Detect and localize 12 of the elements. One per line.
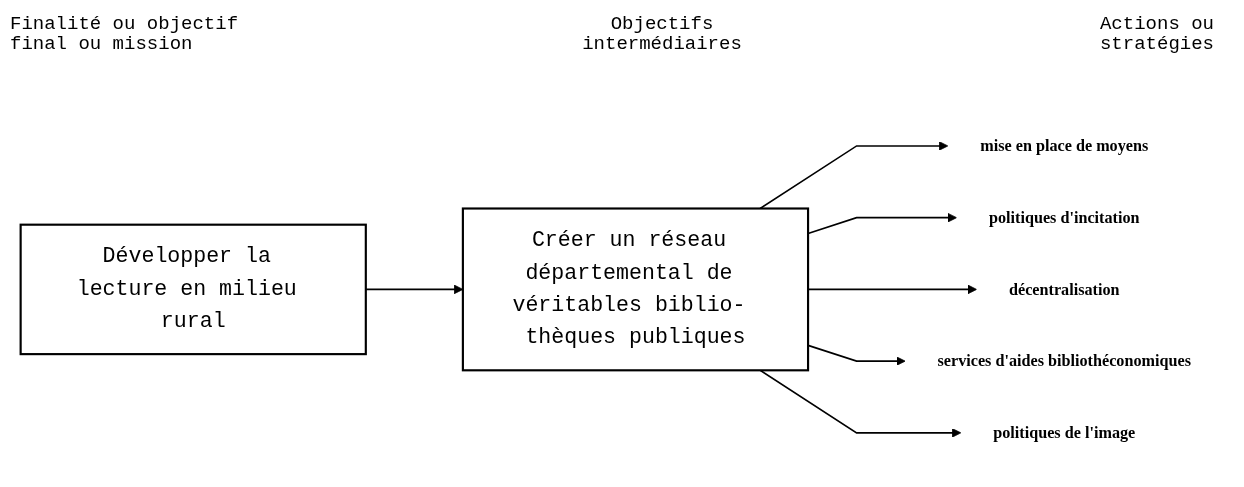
node-text: mise en place de moyens	[980, 136, 1149, 154]
node-text: décentralisation	[1008, 280, 1120, 298]
arrow	[759, 140, 949, 209]
column-heading: Objectifs intermédiaires	[581, 14, 743, 57]
arrow	[759, 369, 962, 438]
node-text: politiques de l'image	[993, 423, 1136, 441]
column-heading: Finalité ou objectif final ou mission	[10, 14, 240, 57]
column-heading: Actions ou stratégies	[1098, 14, 1214, 57]
node-box: Développer la lecture en milieu rural	[19, 223, 367, 355]
node-box: Créer un réseau départemental de véritables biblio- thèques publiques	[461, 207, 810, 371]
node-text: services d'aides bibliothéconomiques	[937, 351, 1191, 370]
node-text: politiques d'incitation	[988, 208, 1140, 226]
